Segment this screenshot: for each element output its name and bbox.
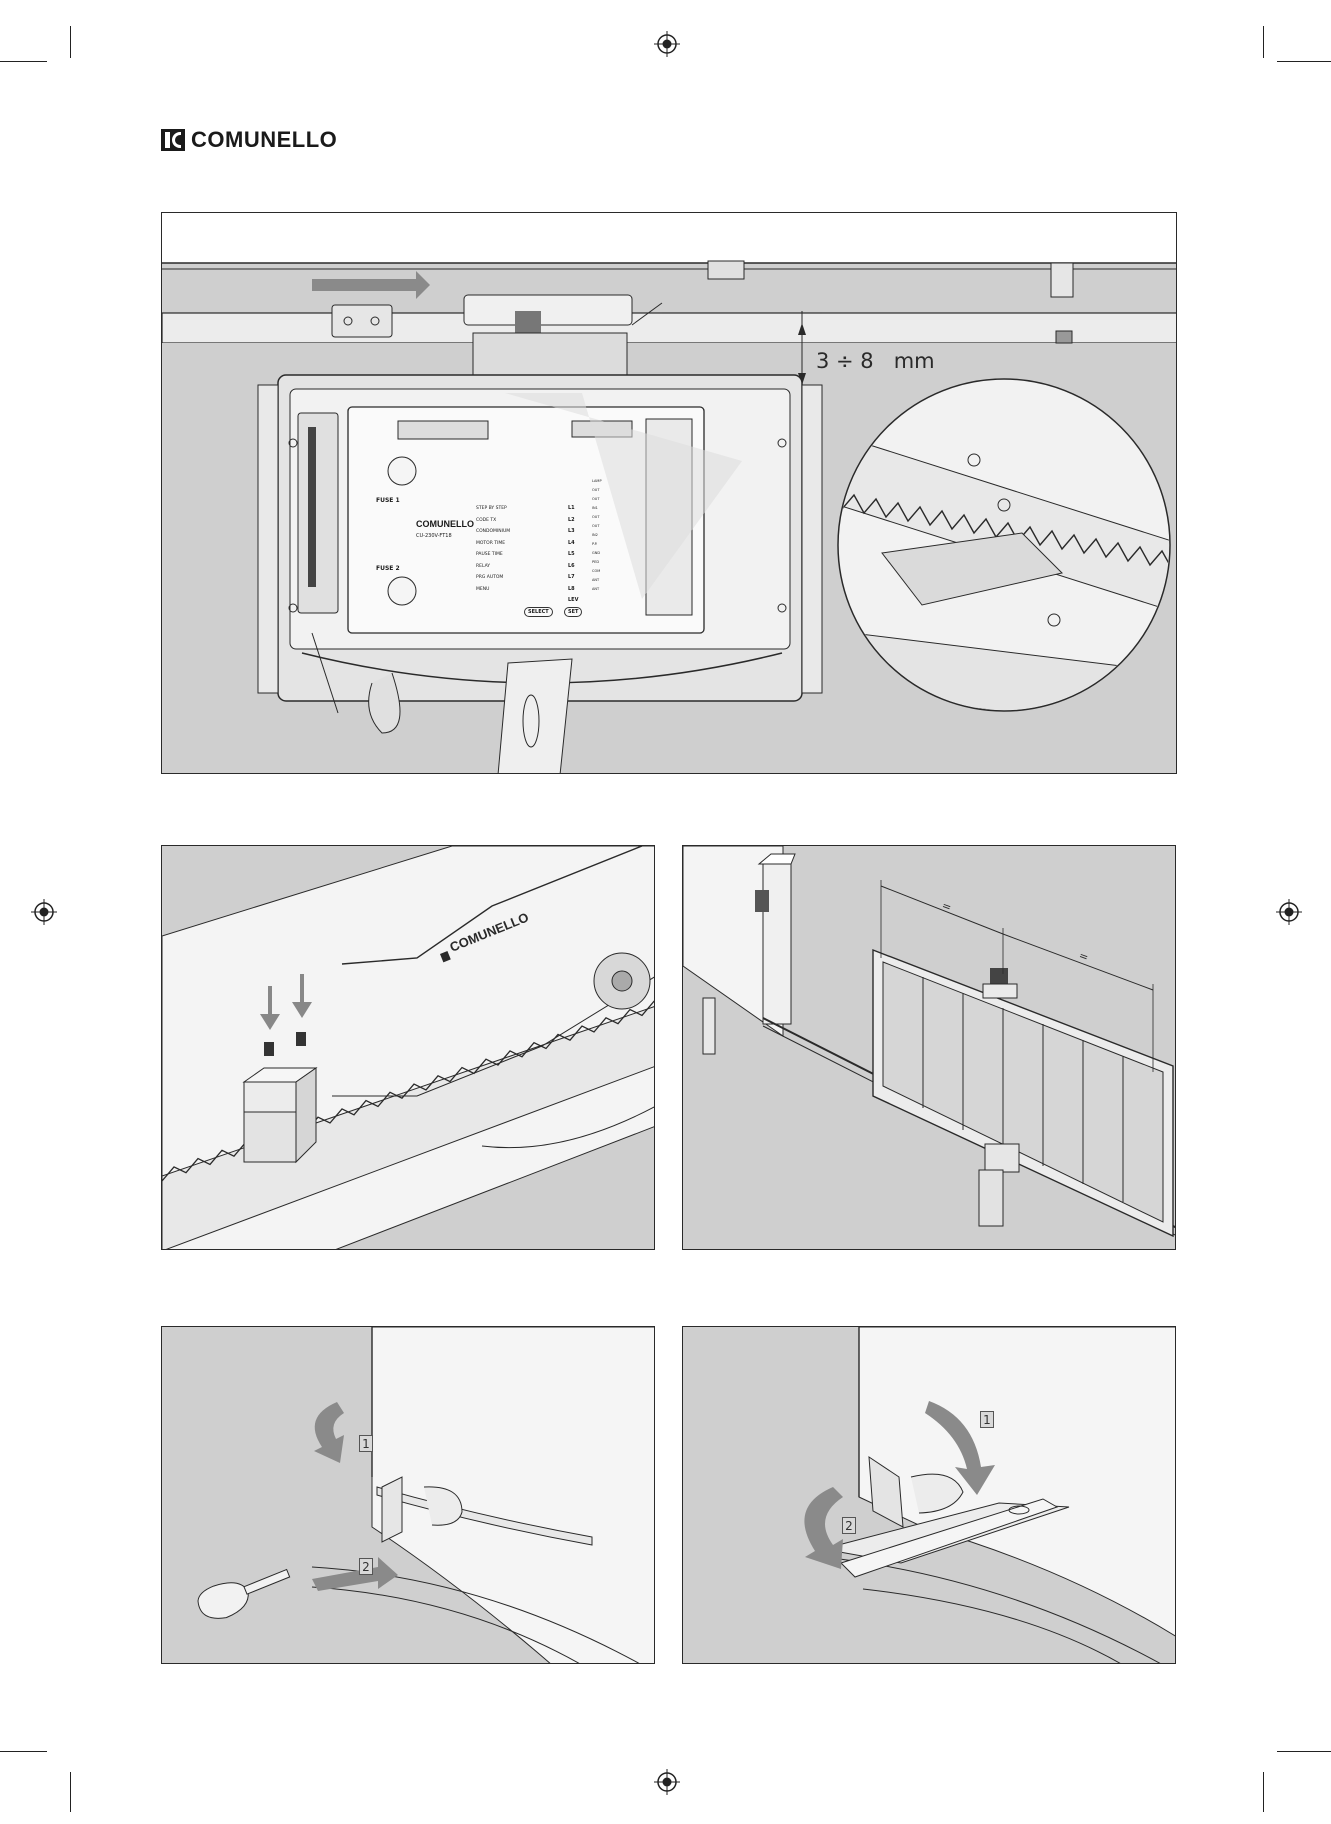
terminal-label: OUT <box>592 513 602 522</box>
board-led-label: L7 <box>568 572 578 584</box>
terminal-label: ANT <box>592 576 602 585</box>
comunello-logo-mark-icon <box>161 129 185 151</box>
registration-mark-icon <box>654 31 680 57</box>
board-row-label: PRG AUTOM <box>476 572 556 584</box>
crop-mark <box>1277 61 1331 62</box>
board-led-label: LEV <box>568 595 578 607</box>
terminal-label: PED <box>592 558 602 567</box>
terminal-label: IN2 <box>592 531 602 540</box>
registration-mark-icon <box>1276 899 1302 925</box>
board-model: CU-230V-FT18 <box>416 533 452 539</box>
board-row-label: PAUSE TIME <box>476 549 556 561</box>
board-set-button: SET <box>564 607 582 617</box>
crop-mark <box>70 26 71 58</box>
figure-2-drawing: COMUNELLO <box>162 846 655 1250</box>
board-led-label: L4 <box>568 538 578 550</box>
figure-manual-release-lever: 1 2 <box>682 1326 1176 1664</box>
release-key-icon <box>194 1558 295 1625</box>
terminal-label: P.P. <box>592 540 602 549</box>
figure-5-drawing <box>683 1327 1176 1664</box>
board-row-label: MENU <box>476 584 556 596</box>
fuse-1-label: FUSE 1 <box>376 497 400 504</box>
crop-mark <box>1277 1751 1331 1752</box>
figure-3-drawing <box>683 846 1176 1250</box>
registration-mark-icon <box>654 1769 680 1795</box>
brand-name: COMUNELLO <box>191 127 337 153</box>
terminal-label: ANT <box>592 585 602 594</box>
fuse-2-label: FUSE 2 <box>376 565 400 572</box>
terminal-label: GND <box>592 549 602 558</box>
board-row-label: STEP BY STEP <box>476 503 556 515</box>
terminal-label: LAMP <box>592 477 602 486</box>
step-number-badge: 2 <box>842 1517 856 1534</box>
terminal-label: OUT <box>592 495 602 504</box>
figure-gate-overview: = = <box>682 845 1176 1250</box>
step-number-badge: 1 <box>359 1435 373 1452</box>
figure-rack-fixing-screws: COMUNELLO <box>161 845 655 1250</box>
board-row-label: CODE TX <box>476 515 556 527</box>
terminal-label: OUT <box>592 522 602 531</box>
crop-mark <box>1263 1772 1264 1812</box>
board-led-label: L5 <box>568 549 578 561</box>
board-brand: COMUNELLO <box>416 519 474 529</box>
board-led-label: L3 <box>568 526 578 538</box>
board-row-label: MOTOR TIME <box>476 538 556 550</box>
crop-mark <box>70 1772 71 1812</box>
board-led-label: L6 <box>568 561 578 573</box>
board-row-label: CONDOMINIUM <box>476 526 556 538</box>
board-terminal-labels: LAMP OUT OUT IN1 OUT OUT IN2 P.P. GND PE… <box>592 477 602 594</box>
registration-mark-icon <box>31 899 57 925</box>
terminal-label: COM <box>592 567 602 576</box>
control-board: FUSE 1 FUSE 2 COMUNELLO CU-230V-FT18 STE… <box>348 407 704 633</box>
crop-mark <box>0 1751 47 1752</box>
board-led-labels: L1 L2 L3 L4 L5 L6 L7 L8 LEV <box>568 503 578 607</box>
figure-manual-release-unlock: 1 2 <box>161 1326 655 1664</box>
board-led-label: L8 <box>568 584 578 596</box>
brand-logo: COMUNELLO <box>161 127 337 153</box>
terminal-label: OUT <box>592 486 602 495</box>
board-select-button: SELECT <box>524 607 553 617</box>
step-number-badge: 1 <box>980 1411 994 1428</box>
board-menu-rows: STEP BY STEP CODE TX CONDOMINIUM MOTOR T… <box>476 503 556 595</box>
crop-mark <box>0 61 47 62</box>
figure-control-unit-installation: 3 ÷ 8 mm FUSE 1 FUSE 2 COMUNELLO CU-230V… <box>161 212 1177 774</box>
board-led-label: L1 <box>568 503 578 515</box>
board-row-label: RELAY <box>476 561 556 573</box>
terminal-label: IN1 <box>592 504 602 513</box>
step-number-badge: 2 <box>359 1558 373 1575</box>
board-led-label: L2 <box>568 515 578 527</box>
crop-mark <box>1263 26 1264 58</box>
gap-dimension-label: 3 ÷ 8 mm <box>816 349 935 373</box>
figure-4-drawing <box>162 1327 655 1664</box>
